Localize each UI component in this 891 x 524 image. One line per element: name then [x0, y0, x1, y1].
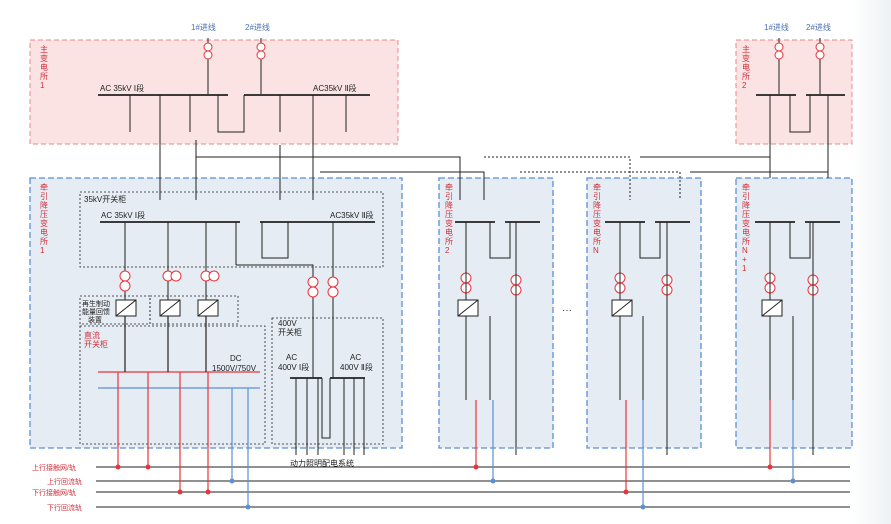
rails	[96, 466, 850, 508]
svg-text:牵: 牵	[40, 182, 48, 192]
traction-2-box	[438, 177, 554, 449]
svg-text:引: 引	[593, 192, 601, 201]
rail-label-1: 上行接触网/轨	[32, 463, 76, 472]
svg-text:降: 降	[40, 200, 48, 210]
svg-text:变: 变	[742, 218, 750, 228]
power-lighting-label: 动力照明配电系统	[290, 458, 354, 468]
svg-text:所: 所	[40, 236, 48, 246]
bus-400v-2-label: AC	[350, 353, 361, 362]
svg-text:牵: 牵	[445, 182, 453, 192]
svg-text:2: 2	[742, 81, 747, 90]
incoming-label-4: 2#进线	[806, 22, 831, 32]
cabinet-400v-label-2: 开关柜	[278, 327, 302, 337]
right-edge-shade	[851, 0, 891, 524]
svg-text:电: 电	[40, 62, 48, 72]
rail-label-3: 下行接触网/轨	[32, 488, 76, 497]
feedback-box-2	[149, 295, 239, 325]
svg-text:牵: 牵	[742, 182, 750, 192]
ac-400v	[290, 300, 365, 455]
svg-text:降: 降	[445, 200, 453, 210]
svg-text:电: 电	[742, 62, 750, 72]
main-substation-1-box	[29, 39, 399, 145]
svg-text:直流: 直流	[84, 330, 100, 340]
bus-35kv-1-label: AC 35kV Ⅰ段	[100, 83, 144, 93]
svg-text:变: 变	[593, 218, 601, 228]
svg-text:压: 压	[593, 210, 601, 219]
svg-text:能量回馈: 能量回馈	[82, 307, 110, 316]
svg-text:主: 主	[742, 44, 750, 54]
traction-dc-feeds	[475, 400, 794, 507]
interconnects	[159, 132, 828, 200]
rectifiers	[115, 299, 783, 317]
svg-text:所: 所	[445, 236, 453, 246]
svg-text:电: 电	[742, 227, 750, 237]
dc-voltage-label-1: DC	[230, 354, 242, 363]
incoming-label-3: 1#进线	[764, 22, 789, 32]
incoming-label-1: 1#进线	[191, 22, 216, 32]
svg-text:变: 变	[445, 218, 453, 228]
svg-text:开关柜: 开关柜	[84, 339, 108, 349]
svg-text:N: N	[742, 246, 748, 255]
svg-text:电: 电	[40, 227, 48, 237]
traction-1-bus	[100, 221, 375, 300]
svg-text:1: 1	[742, 264, 747, 273]
bus-35kv-2-label: AC35kV Ⅱ段	[313, 83, 357, 93]
traction-n-box	[586, 177, 702, 449]
svg-text:1: 1	[40, 246, 45, 255]
incoming-transformers	[203, 42, 825, 60]
cabinet-35kv-box	[79, 191, 384, 268]
svg-text:引: 引	[40, 192, 48, 201]
svg-text:变: 变	[40, 218, 48, 228]
dc-bus	[98, 316, 260, 507]
svg-text:1: 1	[40, 81, 45, 90]
svg-text:压: 压	[445, 210, 453, 219]
ellipsis: ···	[562, 305, 572, 316]
bus-400v-1-label2: 400V Ⅰ段	[278, 362, 309, 372]
svg-text:降: 降	[593, 200, 601, 210]
traction-feeders	[455, 221, 840, 455]
svg-text:降: 降	[742, 200, 750, 210]
svg-text:2: 2	[445, 246, 450, 255]
cabinet-400v-box	[271, 317, 384, 445]
svg-text:电: 电	[593, 227, 601, 237]
cabinet-400v-label-1: 400V	[278, 319, 297, 328]
svg-text:装置: 装置	[88, 315, 102, 324]
bus-35kv-1b-label: AC 35kV Ⅰ段	[101, 210, 145, 220]
rail-label-4: 下行回流轨	[47, 503, 82, 512]
svg-text:再生制动: 再生制动	[82, 299, 110, 308]
dc-voltage-label-2: 1500V/750V	[212, 364, 257, 373]
main-sub-1-wiring	[98, 38, 370, 133]
bus-35kv-2b-label: AC35kV Ⅱ段	[330, 210, 374, 220]
svg-text:牵: 牵	[593, 182, 601, 192]
svg-text:+: +	[742, 255, 747, 264]
main-substation-2-box	[735, 39, 853, 145]
incoming-label-2: 2#进线	[245, 22, 270, 32]
svg-text:变: 变	[742, 53, 750, 63]
cabinet-35kv-label: 35kV开关柜	[84, 194, 126, 204]
svg-text:压: 压	[40, 210, 48, 219]
bus-400v-1-label: AC	[286, 353, 297, 362]
svg-text:N: N	[593, 246, 599, 255]
svg-text:引: 引	[445, 192, 453, 201]
rail-junctions	[115, 464, 796, 510]
svg-text:所: 所	[742, 71, 750, 81]
svg-text:电: 电	[445, 227, 453, 237]
traction-n1-box	[735, 177, 853, 449]
svg-text:引: 引	[742, 192, 750, 201]
svg-text:所: 所	[593, 236, 601, 246]
dc-cabinet-box	[79, 325, 266, 445]
rail-label-2: 上行回流轨	[47, 477, 82, 486]
svg-text:所: 所	[742, 236, 750, 246]
bus-400v-2-label2: 400V Ⅱ段	[340, 362, 373, 372]
svg-text:变: 变	[40, 53, 48, 63]
svg-text:压: 压	[742, 210, 750, 219]
svg-text:主: 主	[40, 44, 48, 54]
svg-text:所: 所	[40, 71, 48, 81]
